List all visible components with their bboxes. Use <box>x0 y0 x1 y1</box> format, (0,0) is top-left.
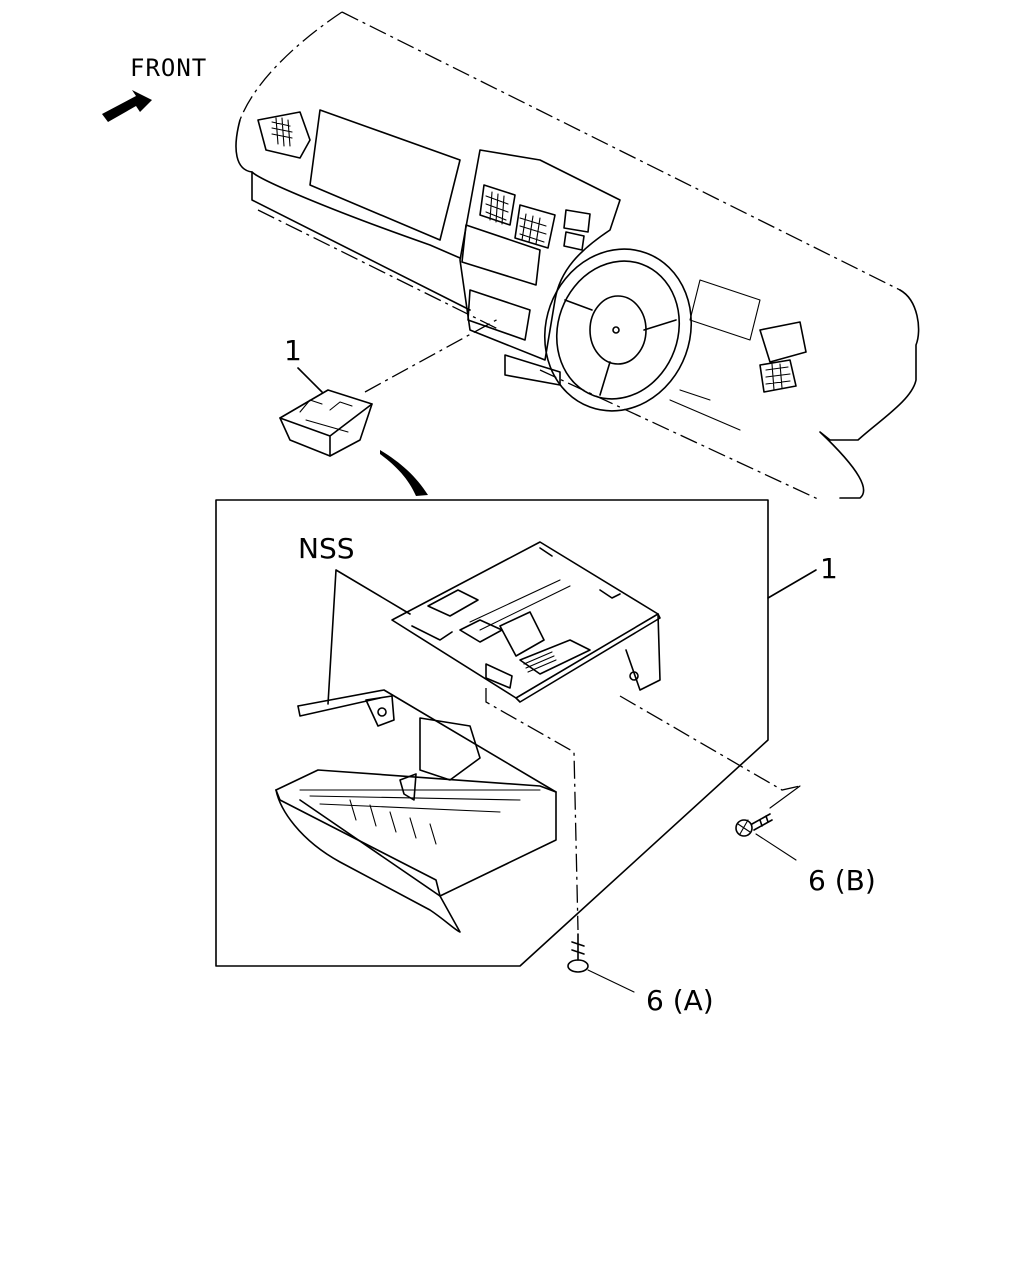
part1-top-label: 1 <box>284 334 302 367</box>
front-arrow-icon <box>102 90 152 122</box>
steering-wheel <box>543 248 693 412</box>
dashboard-assembly <box>235 11 920 501</box>
front-indicator: FRONT <box>102 54 207 122</box>
nss-label: NSS <box>298 532 355 565</box>
screw-6a: 6 (A) <box>567 933 714 1017</box>
screw-6b: 6 (B) <box>735 813 876 897</box>
front-label: FRONT <box>130 54 207 82</box>
glovebox-tray <box>275 689 557 933</box>
part-1-small: 1 <box>279 317 501 457</box>
right-vent-grille-icon <box>765 363 791 391</box>
center-vent-grilles-icon <box>485 191 547 245</box>
part1-box-label: 1 <box>820 552 838 585</box>
glovebox-mounting-bracket <box>391 541 661 703</box>
pointer-arrow <box>380 450 428 496</box>
detail-box: 1 NSS <box>215 499 838 967</box>
part6a-label: 6 (A) <box>646 984 714 1017</box>
left-vent-grille-icon <box>271 117 293 147</box>
part6b-label: 6 (B) <box>808 864 876 897</box>
